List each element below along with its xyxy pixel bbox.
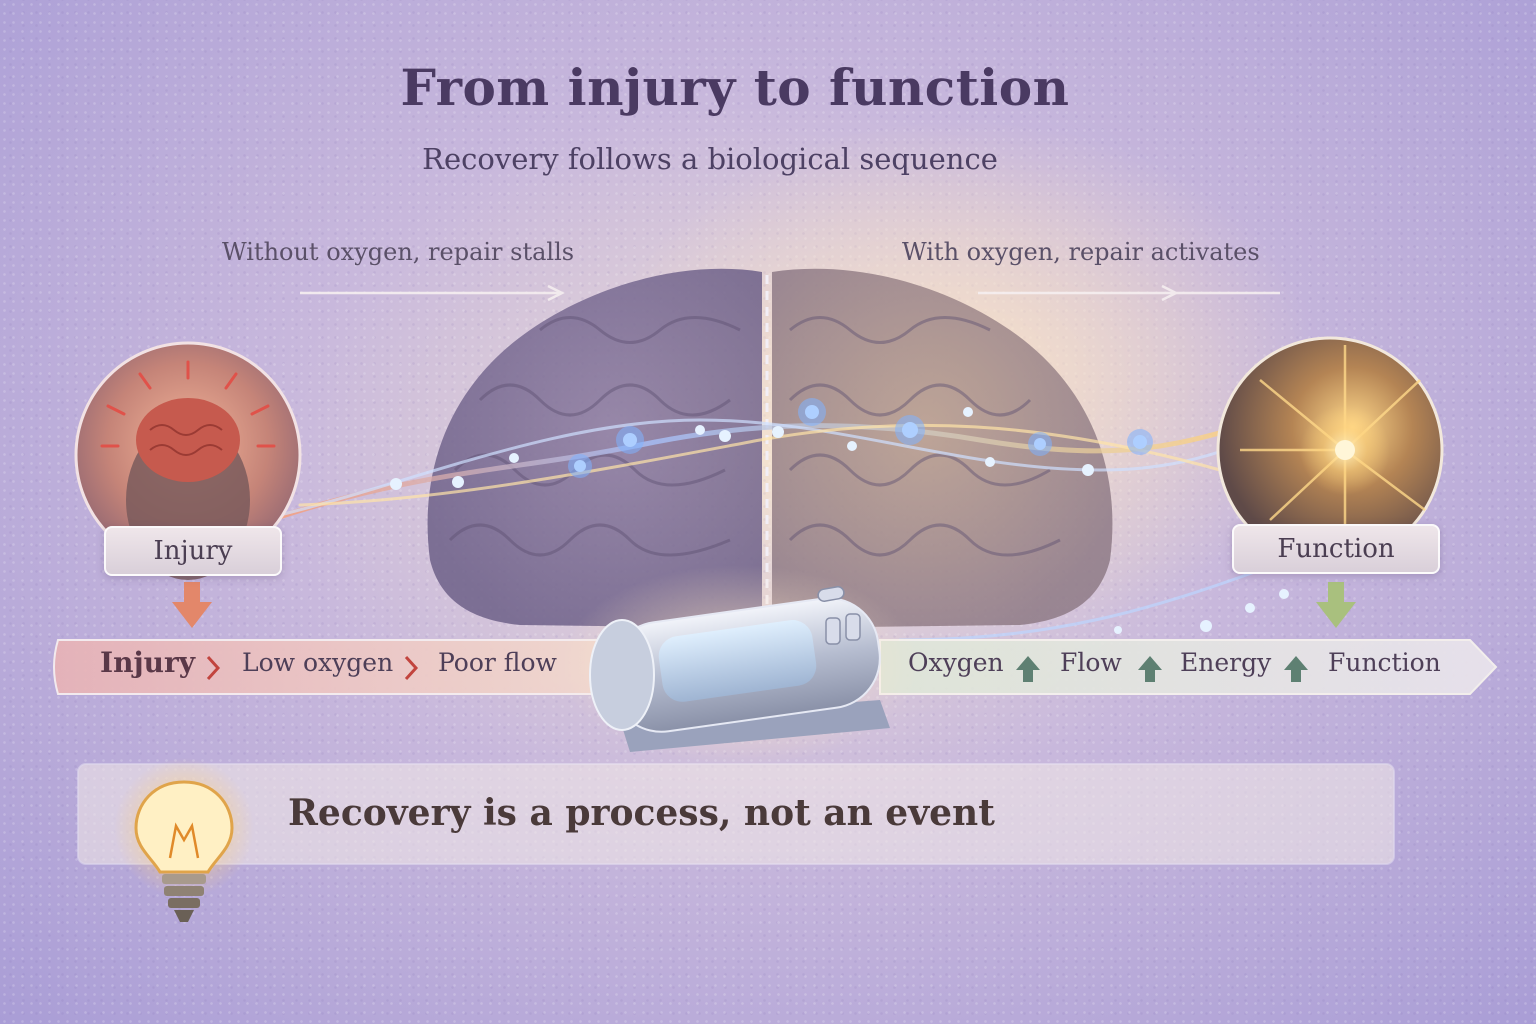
chevron-right-icon — [404, 655, 419, 681]
flow-step-oxygen: Oxygen — [908, 648, 1004, 677]
chamber-base — [620, 700, 890, 752]
process-bar-left — [53, 639, 621, 695]
chamber-window — [658, 620, 817, 702]
brain-icon — [136, 398, 240, 482]
injury-node-label: Injury — [104, 526, 282, 576]
brain-illustration — [427, 268, 1113, 628]
left-side-label: Without oxygen, repair stalls — [222, 238, 575, 266]
chevron-right-icon — [206, 655, 221, 681]
flow-step-low-oxygen: Low oxygen — [242, 648, 394, 677]
flow-step-injury: Injury — [100, 646, 195, 679]
page-title: From injury to function — [400, 58, 1070, 117]
right-arrow-head — [1161, 284, 1179, 302]
left-arrow-head — [547, 284, 565, 302]
function-illustration — [1216, 336, 1444, 564]
oxygen-particle-halos — [568, 398, 1153, 478]
flow-chevrons — [206, 655, 419, 681]
lightbulb-icon — [114, 758, 254, 922]
direction-arrows — [300, 284, 1280, 302]
oxygen-chamber-illustration — [560, 565, 920, 765]
arrow-up-icon — [1284, 656, 1308, 682]
arrow-up-icon — [1016, 656, 1040, 682]
function-node-label: Function — [1232, 524, 1440, 574]
right-side-label: With oxygen, repair activates — [902, 238, 1260, 266]
page-subtitle: Recovery follows a biological sequence — [422, 142, 998, 176]
up-arrows — [1016, 656, 1308, 682]
brain-left-hemisphere — [427, 268, 762, 628]
brain-right-hemisphere — [772, 268, 1113, 628]
pain-rays — [100, 360, 276, 448]
neuron-nucleus — [1335, 440, 1355, 460]
injury-down-arrow — [172, 582, 212, 628]
takeaway-text: Recovery is a process, not an event — [288, 792, 995, 834]
flow-step-function: Function — [1328, 648, 1441, 677]
arrow-up-icon — [1138, 656, 1162, 682]
function-down-arrow — [1316, 582, 1356, 628]
takeaway-banner — [77, 763, 1395, 865]
chamber-controls — [817, 586, 861, 645]
flow-step-energy: Energy — [1180, 648, 1272, 677]
flow-step-flow: Flow — [1060, 648, 1122, 677]
flow-step-poor-flow: Poor flow — [438, 648, 557, 677]
process-bar — [53, 639, 1498, 695]
